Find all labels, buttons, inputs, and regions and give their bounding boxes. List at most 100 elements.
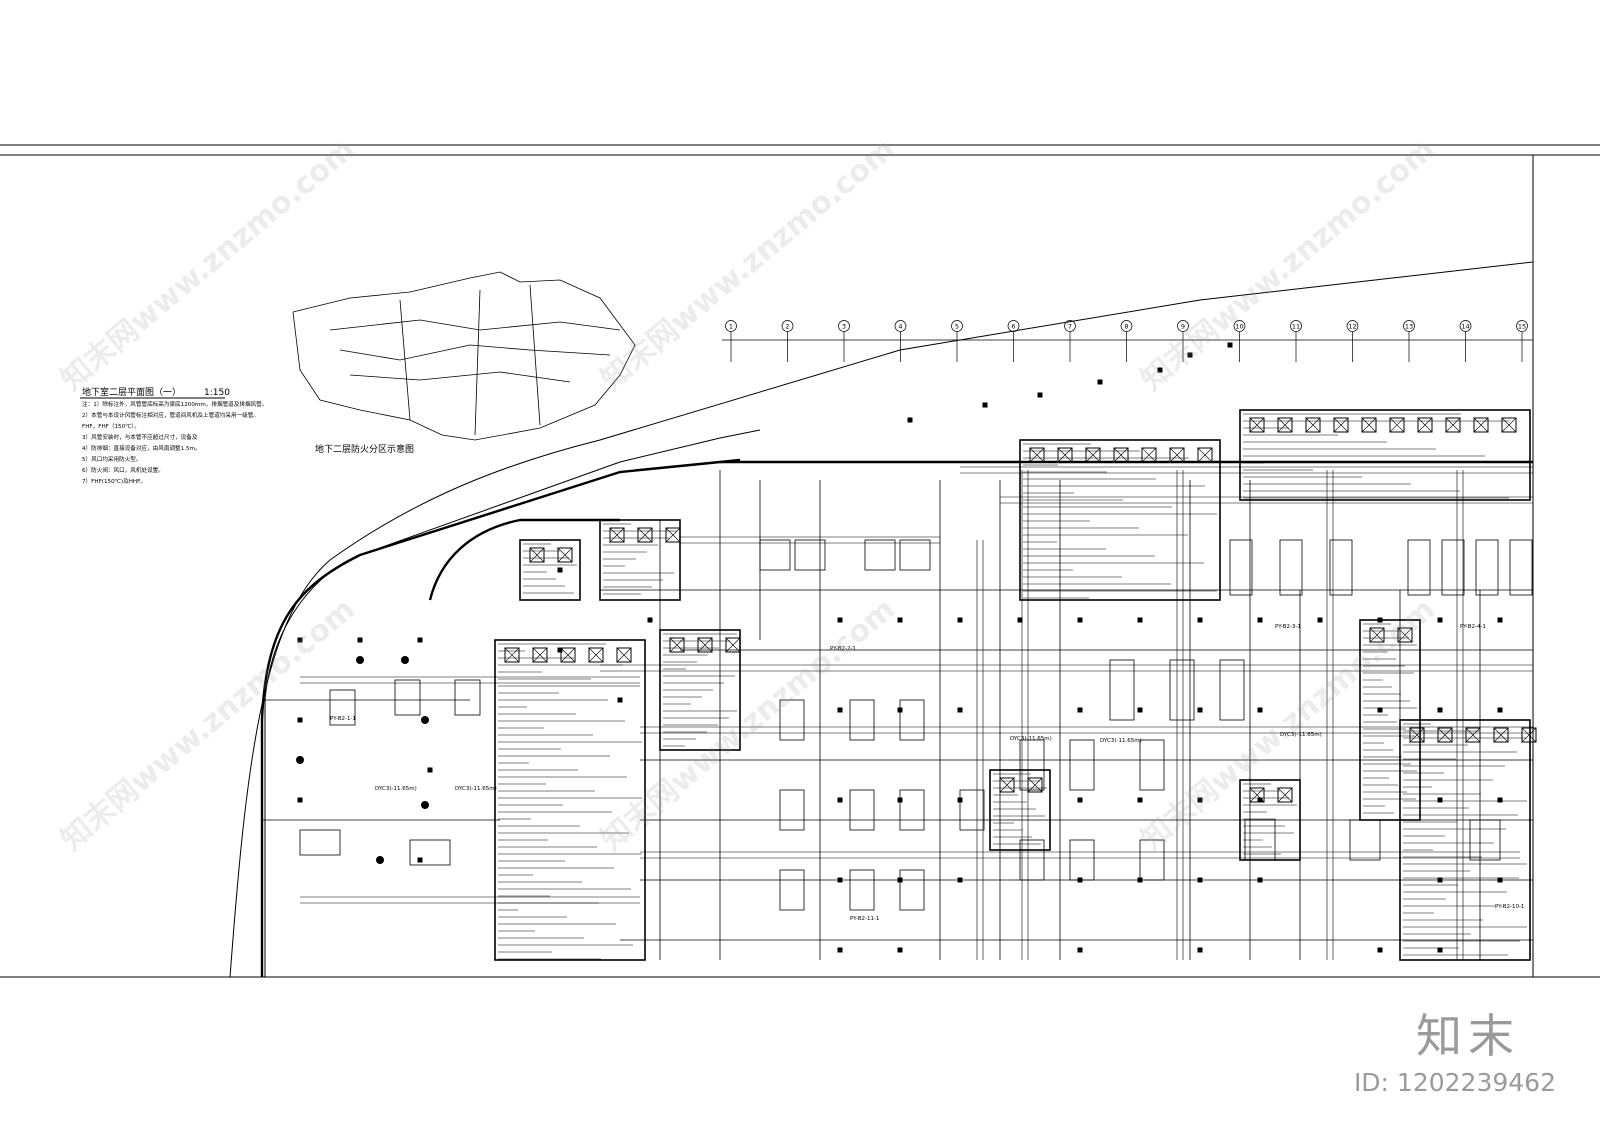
column [957, 707, 963, 713]
parking-bay [849, 869, 875, 911]
equipment-unit-x [1197, 447, 1213, 463]
parking-bay [1139, 739, 1165, 791]
column [1137, 797, 1143, 803]
column [297, 797, 303, 803]
parking-bay [1219, 659, 1245, 721]
column [837, 947, 843, 953]
equipment-unit-x [1417, 417, 1433, 433]
equipment-unit [1417, 417, 1433, 433]
column [617, 697, 623, 703]
column [897, 797, 903, 803]
parking-bay [1109, 659, 1135, 721]
equipment-unit-x [1305, 417, 1321, 433]
parking-bay [394, 679, 421, 716]
equipment-unit [1249, 417, 1265, 433]
watermark-id: ID: 1202239462 [1353, 1068, 1556, 1097]
fire-zone-key-plan [292, 271, 636, 441]
axis-bubble [1120, 320, 1133, 332]
column [837, 617, 843, 623]
column [1257, 797, 1263, 803]
zone-diagram-title: 地下二层防火分区示意图 [315, 443, 414, 455]
parking-bay [849, 789, 875, 831]
column-round [421, 716, 429, 724]
equipment-unit [1305, 417, 1321, 433]
equipment-room [1019, 439, 1221, 601]
column [837, 877, 843, 883]
equipment-unit-x [1369, 627, 1385, 643]
equipment-unit-x [1169, 447, 1185, 463]
column [357, 637, 363, 643]
axis-bubble [1064, 320, 1076, 332]
equipment-unit-x [1029, 447, 1045, 463]
column [1437, 947, 1443, 953]
equipment-unit [609, 527, 625, 543]
column [1497, 797, 1503, 803]
axis-label: 8 [1124, 323, 1128, 331]
column-round [401, 656, 409, 664]
column [1197, 947, 1203, 953]
design-note: 5）风口均采用防火型。 [82, 455, 142, 463]
equipment-unit-x [1389, 417, 1405, 433]
equipment-room [989, 769, 1051, 851]
parking-bay [1229, 539, 1253, 596]
axis-bubble [1516, 320, 1528, 332]
column [1017, 617, 1023, 623]
column [1377, 707, 1383, 713]
ducts-layer [300, 466, 1533, 960]
equipment-unit [1473, 417, 1489, 433]
column [1197, 797, 1203, 803]
column-round [296, 756, 304, 764]
parking-bay [1069, 739, 1095, 791]
axis-bubble [1459, 320, 1472, 332]
equipment-unit [1521, 727, 1537, 743]
equipment-unit-x [1249, 787, 1265, 803]
equipment-unit [697, 637, 713, 653]
axis-label: 15 [1518, 323, 1526, 331]
equipment-unit-x [1085, 447, 1101, 463]
column [1497, 617, 1503, 623]
equipment-unit-x [616, 647, 632, 663]
equipment-unit [1249, 787, 1265, 803]
column [1077, 797, 1083, 803]
axis-label: 2 [785, 323, 789, 331]
equipment-unit-x [725, 637, 741, 653]
annotation-tags: DYC3(-11.65m)DYC3(-11.65m)DYC3(-11.65m)D… [330, 624, 1524, 922]
axis-label: 14 [1461, 323, 1469, 331]
equipment-unit-x [999, 777, 1015, 793]
column [957, 877, 963, 883]
equipment-room [519, 539, 581, 601]
axis-label: 7 [1068, 323, 1072, 331]
equipment-unit-x [1409, 727, 1425, 743]
equipment-unit-x [557, 547, 573, 563]
column [557, 567, 563, 573]
parking-bay [454, 679, 481, 716]
equipment-unit [1437, 727, 1453, 743]
parking-bay [1349, 819, 1381, 861]
equipment-unit-x [1249, 417, 1265, 433]
annotation-tag: DYC3(-11.65m) [1280, 732, 1322, 738]
parking-bay [794, 539, 826, 571]
parking-bay [1475, 539, 1499, 596]
equipment-unit-x [1445, 417, 1461, 433]
parking-bay [1019, 739, 1045, 791]
equipment-unit [1113, 447, 1129, 463]
column [1377, 947, 1383, 953]
column-round [376, 856, 384, 864]
equipment-unit [999, 777, 1015, 793]
equipment-unit [1501, 417, 1517, 433]
rooms-layer [262, 470, 1533, 960]
column [297, 637, 303, 643]
annotation-tag: DYC3(-11.65m) [1100, 738, 1142, 744]
column [897, 877, 903, 883]
plan-scale: 1:150 [204, 388, 230, 398]
parking-bay [1019, 839, 1045, 881]
column [1077, 707, 1083, 713]
equipment-unit [616, 647, 632, 663]
equipment-unit-x [1141, 447, 1157, 463]
equipment-unit-x [504, 647, 520, 663]
column [1317, 617, 1323, 623]
axis-label: 1 [729, 323, 733, 331]
design-notes: 注：1）除标注外，风管管底标高为梁底1200mm，排烟管道及排烟风管。2）本管与… [82, 400, 267, 485]
axis-bubble [1177, 320, 1189, 332]
axis-label: 12 [1348, 323, 1356, 331]
